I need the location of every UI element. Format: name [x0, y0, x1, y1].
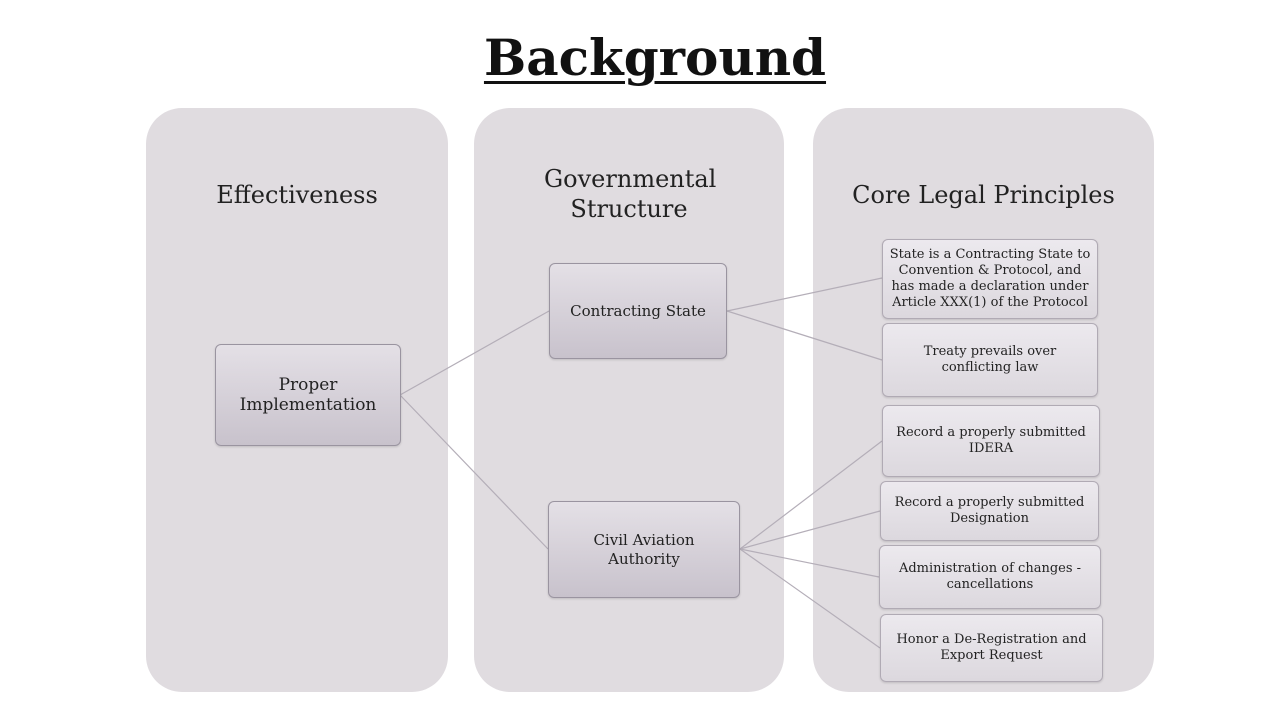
node-contracting-state-declaration: State is a Contracting State to Conventi…: [882, 239, 1098, 319]
column-heading-core-legal-principles: Core Legal Principles: [852, 181, 1115, 209]
node-treaty-prevails: Treaty prevails over conflicting law: [882, 323, 1098, 397]
node-record-idera: Record a properly submitted IDERA: [882, 405, 1100, 477]
column-heading-effectiveness: Effectiveness: [216, 181, 378, 209]
node-contracting-state: Contracting State: [549, 263, 727, 359]
node-proper-implementation: Proper Implementation: [215, 344, 401, 446]
node-honor-deregistration: Honor a De-Registration and Export Reque…: [880, 614, 1103, 682]
column-governmental-structure: Governmental Structure: [474, 108, 784, 692]
column-heading-governmental-structure: Governmental Structure: [544, 165, 717, 223]
node-administration-changes: Administration of changes - cancellation…: [879, 545, 1101, 609]
slide-title: Background: [483, 28, 827, 87]
node-record-designation: Record a properly submitted Designation: [880, 481, 1099, 541]
node-civil-aviation-authority: Civil Aviation Authority: [548, 501, 740, 598]
